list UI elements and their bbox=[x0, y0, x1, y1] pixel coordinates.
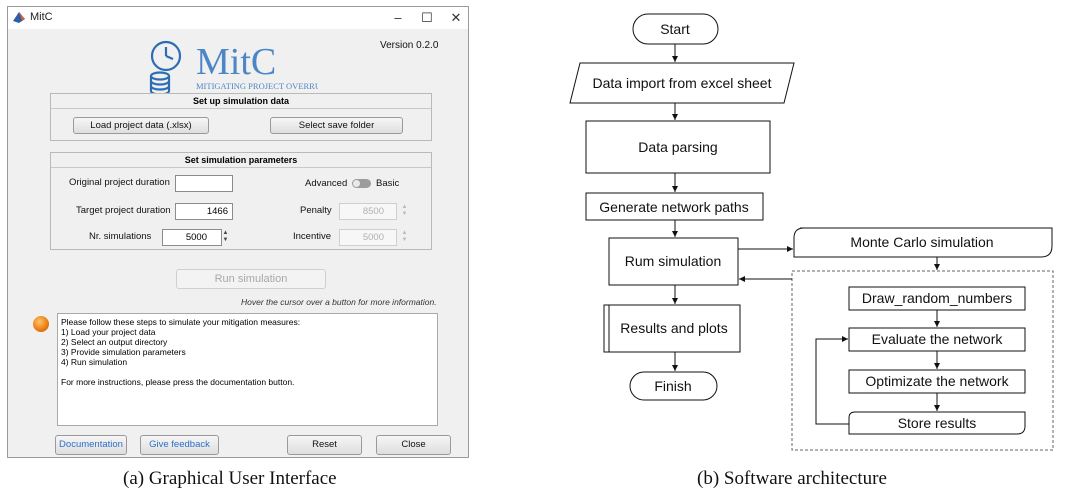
mitc-logo: MitC MITIGATING PROJECT OVERRUN bbox=[149, 40, 318, 96]
setup-panel: Set up simulation data Load project data… bbox=[50, 93, 432, 141]
title-bar: MitC – ☐ ✕ bbox=[8, 7, 468, 29]
info-line: For more instructions, please press the … bbox=[61, 377, 295, 387]
parsing-node bbox=[585, 120, 771, 174]
status-indicator-icon bbox=[33, 316, 49, 332]
finish-label: Finish bbox=[654, 378, 691, 394]
run-simulation-button[interactable]: Run simulation bbox=[176, 269, 326, 289]
setup-heading: Set up simulation data bbox=[51, 94, 431, 109]
paths-label: Generate network paths bbox=[599, 199, 748, 215]
toggle-knob bbox=[353, 180, 360, 187]
mode-toggle-switch[interactable] bbox=[352, 179, 371, 188]
incentive-field[interactable]: 5000 bbox=[339, 229, 397, 246]
matlab-app-icon bbox=[13, 12, 25, 23]
penalty-field[interactable]: 8500 bbox=[339, 203, 397, 220]
caption-b: (b) Software architecture bbox=[697, 468, 887, 489]
target-duration-label: Target project duration bbox=[76, 205, 171, 216]
give-feedback-button[interactable]: Give feedback bbox=[140, 435, 219, 455]
info-line: 1) Load your project data bbox=[61, 327, 156, 337]
monte-carlo-label: Monte Carlo simulation bbox=[850, 234, 993, 250]
simulation-group bbox=[791, 270, 1054, 451]
reset-button[interactable]: Reset bbox=[287, 435, 362, 455]
info-line: 2) Select an output directory bbox=[61, 337, 168, 347]
info-line: 3) Provide simulation parameters bbox=[61, 347, 186, 357]
hover-hint: Hover the cursor over a button for more … bbox=[241, 297, 437, 307]
import-node bbox=[569, 62, 795, 104]
penalty-spinner[interactable]: ▲▼ bbox=[401, 204, 408, 217]
close-window-button[interactable]: ✕ bbox=[450, 10, 462, 25]
monte-carlo-node bbox=[793, 227, 1053, 258]
results-node bbox=[603, 304, 741, 353]
penalty-label: Penalty bbox=[300, 205, 332, 216]
import-label: Data import from excel sheet bbox=[593, 75, 772, 91]
logo-subtitle: MITIGATING PROJECT OVERRUN bbox=[196, 81, 318, 91]
load-project-data-button[interactable]: Load project data (.xlsx) bbox=[73, 117, 209, 134]
evaluate-label: Evaluate the network bbox=[872, 331, 1004, 347]
nr-simulations-field[interactable]: 5000 bbox=[162, 229, 222, 246]
original-duration-label: Original project duration bbox=[69, 177, 170, 188]
advanced-label: Advanced bbox=[305, 178, 348, 189]
original-duration-field[interactable] bbox=[175, 175, 233, 192]
optimize-label: Optimizate the network bbox=[865, 373, 1009, 389]
info-line: 4) Run simulation bbox=[61, 357, 128, 367]
documentation-button[interactable]: Documentation bbox=[55, 435, 127, 455]
select-save-folder-button[interactable]: Select save folder bbox=[270, 117, 403, 134]
info-line: Please follow these steps to simulate yo… bbox=[61, 317, 301, 327]
results-label: Results and plots bbox=[620, 320, 727, 336]
incentive-label: Incentive bbox=[293, 231, 332, 242]
window-title: MitC bbox=[30, 11, 53, 23]
run-simulation-node bbox=[608, 237, 739, 286]
parameters-panel: Set simulation parameters Original proje… bbox=[50, 152, 432, 250]
finish-node bbox=[629, 371, 718, 401]
store-label: Store results bbox=[898, 415, 977, 431]
version-label: Version 0.2.0 bbox=[380, 40, 439, 51]
nr-simulations-label: Nr. simulations bbox=[89, 231, 152, 242]
start-label: Start bbox=[660, 21, 690, 37]
logo-title: MitC bbox=[196, 41, 276, 83]
parsing-label: Data parsing bbox=[638, 139, 717, 155]
store-node bbox=[848, 411, 1026, 435]
caption-a: (a) Graphical User Interface bbox=[123, 468, 337, 489]
run-label: Rum simulation bbox=[625, 253, 721, 269]
close-button[interactable]: Close bbox=[376, 435, 451, 455]
info-text-box[interactable]: Please follow these steps to simulate yo… bbox=[57, 313, 438, 426]
maximize-button[interactable]: ☐ bbox=[421, 10, 433, 25]
parameters-heading: Set simulation parameters bbox=[51, 153, 431, 168]
incentive-spinner[interactable]: ▲▼ bbox=[401, 230, 408, 243]
nr-simulations-spinner[interactable]: ▲▼ bbox=[222, 230, 229, 243]
mitc-window: MitC – ☐ ✕ MitC MITIGATING PROJECT OVERR… bbox=[7, 6, 469, 458]
basic-label: Basic bbox=[376, 178, 400, 189]
target-duration-field[interactable]: 1466 bbox=[175, 203, 233, 220]
draw-label: Draw_random_numbers bbox=[862, 290, 1012, 306]
minimize-button[interactable]: – bbox=[394, 10, 402, 25]
